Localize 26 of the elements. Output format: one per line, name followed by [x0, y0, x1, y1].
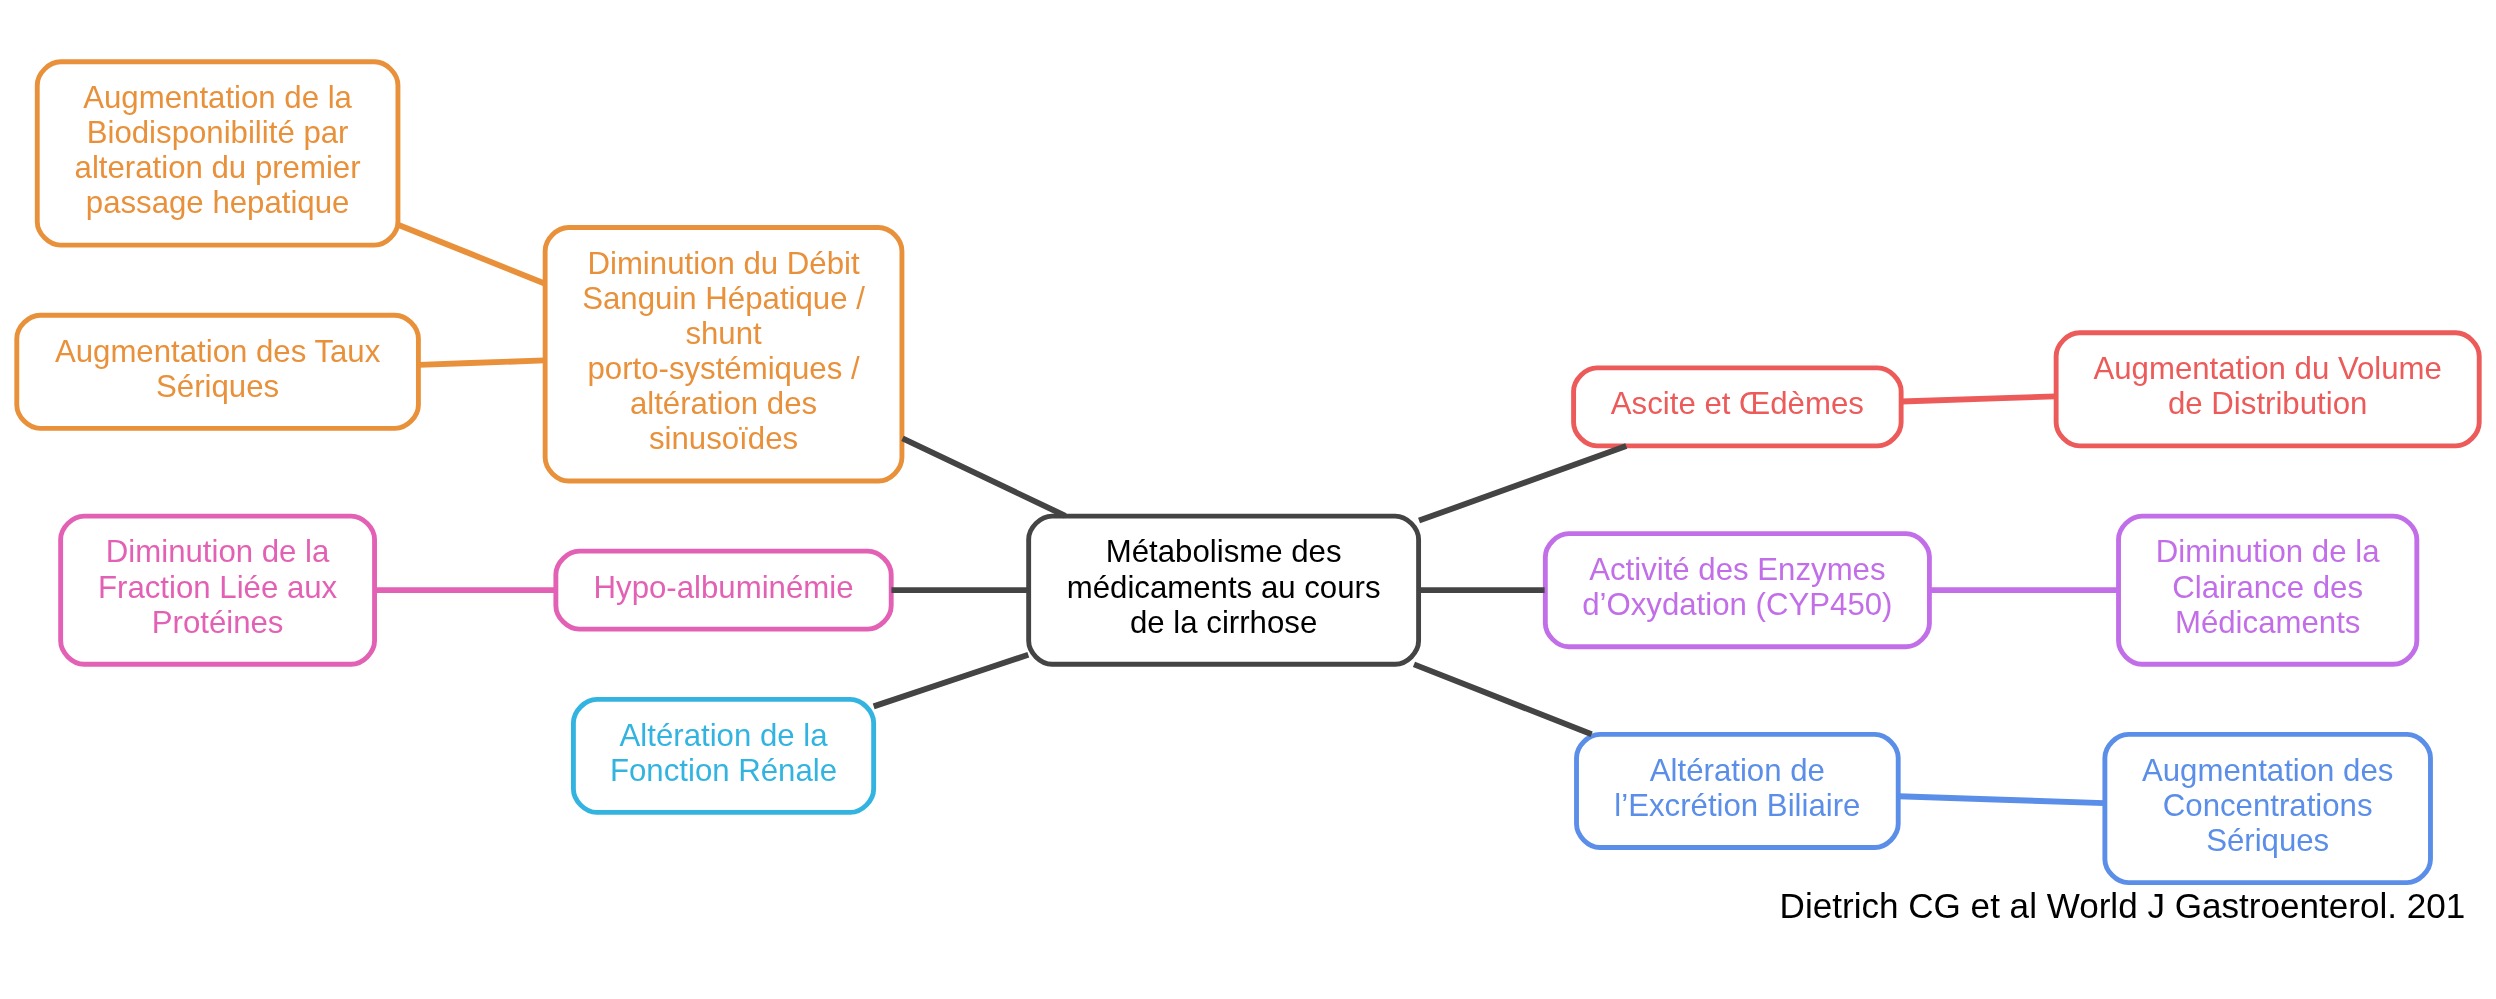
node-box: Activité des Enzymes d’Oxydation (CYP450) — [1542, 531, 1932, 650]
connector — [1898, 793, 2105, 807]
node-box: Diminution du Débit Sanguin Hépatique / shunt porto-systémiques / altération des sinusoïdes — [542, 225, 905, 484]
node-box: Ascite et Œdèmes — [1571, 365, 1904, 449]
connector — [1901, 393, 2056, 405]
caption: Dietrich CG et al World J Gastroenterol. 201 — [1779, 886, 2466, 926]
node-box: Augmentation des Taux Sériques — [14, 312, 421, 431]
node-box: Augmentation des Concentrations Sériques — [2102, 732, 2433, 886]
connector — [1419, 587, 1545, 594]
connector — [374, 587, 556, 594]
connector — [396, 222, 546, 287]
node-box: Diminution de la Fraction Liée aux Protéines — [58, 513, 377, 667]
node-box: Altération de la Fonction Rénale — [570, 696, 877, 815]
connector — [1418, 443, 1628, 524]
connector — [1930, 587, 2119, 594]
node-box: Métabolisme des médicaments au cours de la cirrhose — [1026, 513, 1422, 667]
connector — [418, 357, 545, 368]
node-box: Augmentation de la Biodisponibilité par alteration du premier passage hepatique — [34, 59, 401, 248]
connector — [901, 435, 1067, 519]
connector — [872, 651, 1030, 710]
node-box: Augmentation du Volume de Distribution — [2053, 330, 2482, 449]
connector — [1412, 661, 1593, 738]
node-box: Hypo-albuminémie — [553, 548, 894, 632]
node-box: Diminution de la Clairance des Médicaments — [2116, 513, 2420, 667]
node-box: Altération de l’Excrétion Biliaire — [1574, 732, 1901, 850]
connector — [891, 587, 1029, 594]
